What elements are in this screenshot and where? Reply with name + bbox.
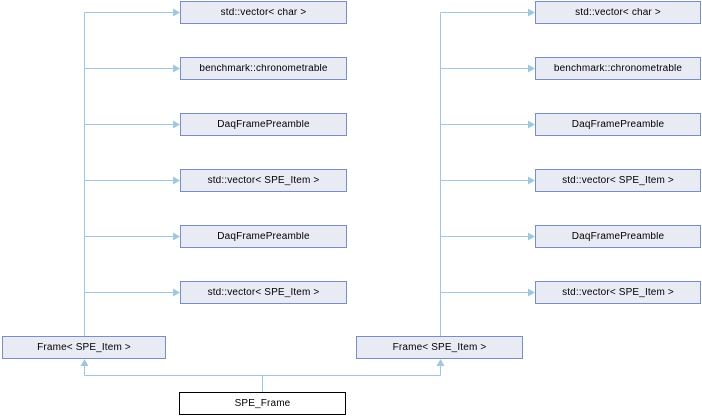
arrow-icon (528, 64, 535, 73)
arrow-icon (173, 232, 180, 241)
node-label: DaqFramePreamble (571, 231, 665, 242)
node-frame-spe-item-left[interactable]: Frame< SPE_Item > (2, 336, 166, 359)
arrow-icon (173, 120, 180, 129)
node-benchmark-chronometrable-right[interactable]: benchmark::chronometrable (535, 57, 701, 80)
node-label: std::vector< SPE_Item > (562, 175, 674, 186)
usage-edges-left (84, 12, 173, 336)
node-benchmark-chronometrable-left[interactable]: benchmark::chronometrable (180, 57, 347, 80)
arrow-icon (528, 8, 535, 17)
node-label: DaqFramePreamble (571, 119, 665, 130)
arrow-icon (528, 232, 535, 241)
node-std-vector-spe-item-left-1[interactable]: std::vector< SPE_Item > (180, 169, 347, 192)
node-label: DaqFramePreamble (217, 231, 310, 242)
arrow-icon (528, 288, 535, 297)
inheritance-arrowheads (80, 359, 445, 366)
node-std-vector-spe-item-right-2[interactable]: std::vector< SPE_Item > (535, 281, 701, 304)
node-label: benchmark::chronometrable (553, 63, 683, 74)
usage-arrowheads-right (528, 8, 535, 297)
triangle-arrow-icon (436, 359, 445, 366)
node-std-vector-char-left[interactable]: std::vector< char > (180, 1, 347, 24)
triangle-arrow-icon (80, 359, 89, 366)
arrow-icon (528, 120, 535, 129)
node-daqframepreamble-right-2[interactable]: DaqFramePreamble (535, 225, 701, 248)
node-daqframepreamble-left-1[interactable]: DaqFramePreamble (180, 113, 347, 136)
arrow-icon (173, 288, 180, 297)
arrow-icon (173, 64, 180, 73)
node-label: std::vector< SPE_Item > (207, 175, 320, 186)
arrow-icon (528, 176, 535, 185)
node-spe-frame[interactable]: SPE_Frame (179, 392, 346, 415)
arrow-icon (173, 8, 180, 17)
node-label: std::vector< char > (220, 7, 307, 18)
usage-arrowheads-left (173, 8, 180, 297)
node-label: benchmark::chronometrable (199, 63, 328, 74)
node-label: DaqFramePreamble (217, 119, 310, 130)
node-daqframepreamble-left-2[interactable]: DaqFramePreamble (180, 225, 347, 248)
node-label: Frame< SPE_Item > (37, 342, 131, 353)
arrow-icon (173, 176, 180, 185)
node-std-vector-spe-item-left-2[interactable]: std::vector< SPE_Item > (180, 281, 347, 304)
node-std-vector-char-right[interactable]: std::vector< char > (535, 1, 701, 24)
node-frame-spe-item-right[interactable]: Frame< SPE_Item > (356, 336, 523, 359)
node-label: Frame< SPE_Item > (392, 342, 487, 353)
node-label: std::vector< SPE_Item > (207, 287, 320, 298)
node-label: std::vector< char > (575, 7, 661, 18)
node-label: SPE_Frame (234, 398, 291, 409)
node-label: std::vector< SPE_Item > (562, 287, 674, 298)
node-std-vector-spe-item-right-1[interactable]: std::vector< SPE_Item > (535, 169, 701, 192)
node-daqframepreamble-right-1[interactable]: DaqFramePreamble (535, 113, 701, 136)
usage-edges-right (440, 12, 528, 336)
inheritance-edges (84, 366, 441, 392)
